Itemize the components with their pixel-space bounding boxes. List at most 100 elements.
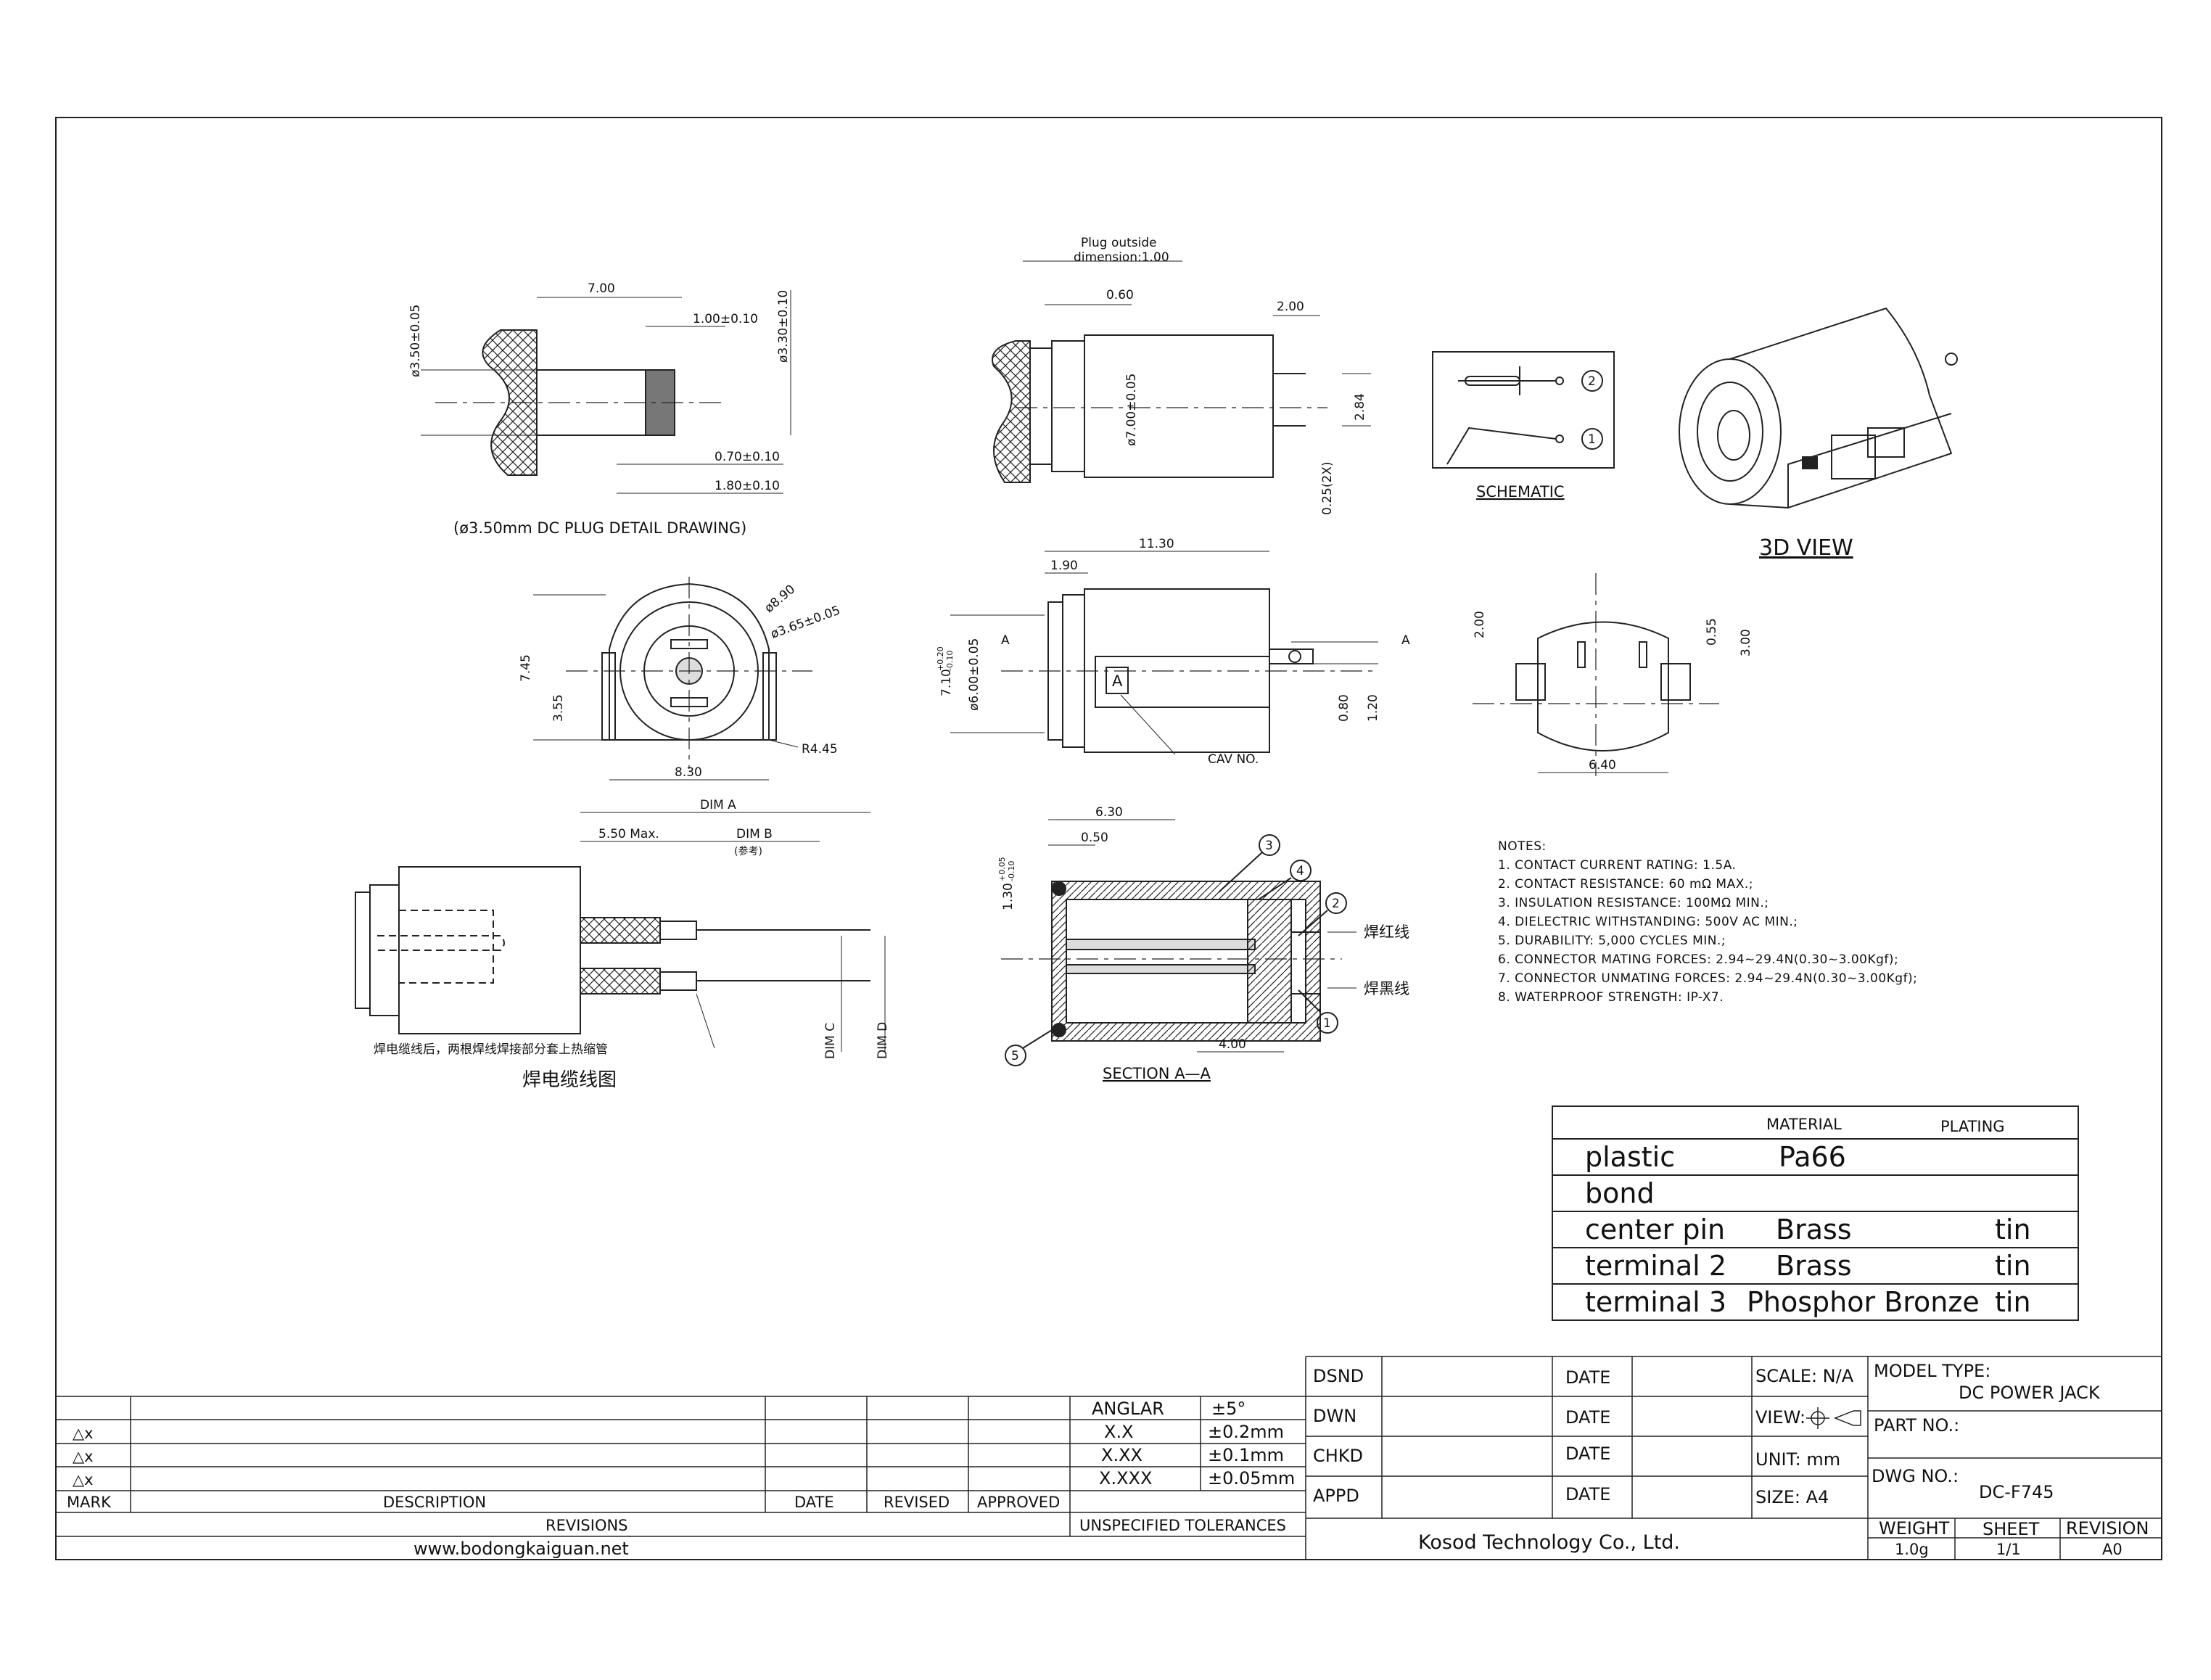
- side-dim-plug-dimension: dimension:1.00: [1074, 250, 1169, 265]
- sheet-value: 1/1: [1996, 1541, 2021, 1558]
- cable-dim-b: DIM B: [736, 827, 773, 841]
- section-view-drawing: [1001, 819, 1356, 1066]
- cable-dim-d: DIM D: [876, 1022, 890, 1059]
- date-label-2: DATE: [1565, 1407, 1610, 1428]
- front-dim-r445: R4.45: [802, 742, 838, 757]
- plug-dim-100: 1.00±0.10: [693, 312, 758, 326]
- callout-5: 5: [1011, 1049, 1019, 1063]
- plating-header: PLATING: [1940, 1118, 2005, 1135]
- model-type-value: DC POWER JACK: [1959, 1383, 2101, 1403]
- rev-header-revised: REVISED: [884, 1494, 950, 1511]
- 3d-view-label: 3D VIEW: [1759, 535, 1853, 561]
- section-dim-400: 4.00: [1219, 1037, 1246, 1052]
- dwg-no-value: DC-F745: [1979, 1482, 2054, 1502]
- row-terminal3-part: terminal 3: [1585, 1286, 1726, 1318]
- weight-label: WEIGHT: [1879, 1518, 1950, 1539]
- plug-dim-700: 7.00: [588, 281, 615, 296]
- material-header: MATERIAL: [1766, 1116, 1842, 1133]
- side-dim-284: 2.84: [1353, 393, 1367, 421]
- wire-label-black: 焊黑线: [1364, 980, 1409, 997]
- plug-detail-drawing: [421, 290, 791, 494]
- row-bond-part: bond: [1585, 1177, 1655, 1209]
- rear-dim-640: 6.40: [1589, 758, 1616, 773]
- row-terminal2-part: terminal 2: [1585, 1250, 1726, 1282]
- cable-note: 焊电缆线后，两根焊线焊接部分套上热缩管: [374, 1042, 608, 1057]
- tol-angle-value: ±5°: [1211, 1399, 1246, 1419]
- side-dim-dia700: ø7.00±0.05: [1124, 374, 1139, 446]
- sheet-label: SHEET: [1983, 1519, 2040, 1539]
- part-no-label: PART NO.:: [1874, 1415, 1959, 1436]
- section-dim-tol-minus: -0.10: [1007, 861, 1016, 881]
- cable-view-drawing: [355, 812, 886, 1052]
- side-dim-025: 0.25(2X): [1320, 461, 1335, 515]
- title-block-grid: [1306, 1356, 2162, 1560]
- row-terminal3-material: Phosphor Bronze: [1747, 1286, 1980, 1318]
- cav-label: CAV NO.: [1208, 752, 1259, 767]
- section-mark-right: A: [1401, 633, 1410, 648]
- front-view-drawing: [533, 577, 812, 781]
- wire-label-red: 焊红线: [1364, 923, 1409, 941]
- rev-mark-3: △x: [73, 1471, 94, 1488]
- tol-angle-label: ANGLAR: [1092, 1399, 1164, 1419]
- date-label-4: DATE: [1565, 1484, 1610, 1504]
- 3d-view-illustration: [1679, 307, 1958, 509]
- top-dim-tol-minus: -0.10: [945, 651, 955, 671]
- note-4: 4. DIELECTRIC WITHSTANDING: 500V AC MIN.…: [1498, 915, 1798, 929]
- plug-detail-caption: (ø3.50mm DC PLUG DETAIL DRAWING): [453, 519, 746, 537]
- cav-letter: A: [1112, 672, 1123, 690]
- role-dsnd: DSND: [1313, 1366, 1364, 1386]
- size-field: SIZE: A4: [1755, 1487, 1829, 1507]
- revisions-footer: REVISIONS: [545, 1517, 628, 1534]
- top-dim-080: 0.80: [1337, 694, 1351, 722]
- plug-dim-180: 1.80±0.10: [715, 479, 780, 493]
- front-dim-745: 7.45: [519, 654, 533, 682]
- tol-xx-value: ±0.1mm: [1208, 1445, 1284, 1465]
- rev-mark-2: △x: [73, 1448, 94, 1465]
- tol-xxx-label: X.XXX: [1099, 1468, 1152, 1488]
- plug-dim-070: 0.70±0.10: [715, 450, 780, 464]
- front-dim-dia365: ø3.65±0.05: [769, 604, 842, 642]
- rear-view-drawing: [1473, 573, 1719, 776]
- side-dim-060: 0.60: [1106, 288, 1134, 302]
- rear-dim-055: 0.55: [1705, 618, 1719, 646]
- schematic-pin-2: 2: [1588, 374, 1596, 389]
- section-dim-130: 1.30: [1001, 883, 1016, 910]
- row-terminal2-plating: tin: [1995, 1250, 2031, 1282]
- front-dim-dia890: ø8.90: [762, 582, 798, 615]
- row-plastic-part: plastic: [1585, 1141, 1675, 1173]
- notes-title: NOTES:: [1498, 839, 1547, 854]
- note-3: 3. INSULATION RESISTANCE: 100MΩ MIN.;: [1498, 896, 1769, 910]
- date-label-1: DATE: [1565, 1367, 1610, 1388]
- note-2: 2. CONTACT RESISTANCE: 60 mΩ MAX.;: [1498, 877, 1753, 892]
- note-5: 5. DURABILITY: 5,000 CYCLES MIN.;: [1498, 934, 1726, 948]
- rev-header-mark: MARK: [67, 1494, 112, 1511]
- top-dim-710: 7.10: [939, 669, 954, 696]
- section-mark-left: A: [1001, 633, 1010, 648]
- scale-field: SCALE: N/A: [1755, 1366, 1854, 1386]
- website-link[interactable]: www.bodongkaiguan.net: [413, 1539, 629, 1559]
- rear-dim-300: 3.00: [1739, 629, 1753, 656]
- cable-caption: 焊电缆线图: [522, 1069, 617, 1091]
- row-terminal2-material: Brass: [1776, 1250, 1852, 1282]
- model-type-label: MODEL TYPE:: [1874, 1361, 1990, 1381]
- row-centerpin-material: Brass: [1776, 1214, 1852, 1245]
- top-dim-dia600: ø6.00±0.05: [967, 638, 981, 711]
- note-6: 6. CONNECTOR MATING FORCES: 2.94~29.4N(0…: [1498, 952, 1898, 967]
- revision-label: REVISION: [2066, 1518, 2149, 1539]
- section-dim-630: 6.30: [1095, 805, 1123, 820]
- row-plastic-material: Pa66: [1779, 1141, 1846, 1173]
- front-dim-830: 8.30: [675, 765, 702, 780]
- row-centerpin-part: center pin: [1585, 1214, 1725, 1245]
- row-centerpin-plating: tin: [1995, 1214, 2031, 1245]
- role-chkd: CHKD: [1313, 1446, 1363, 1466]
- tol-xx-label: X.XX: [1101, 1445, 1142, 1465]
- note-7: 7. CONNECTOR UNMATING FORCES: 2.94~29.4N…: [1498, 971, 1917, 986]
- role-appd: APPD: [1313, 1486, 1359, 1506]
- view-field: VIEW:: [1755, 1407, 1806, 1428]
- top-dim-120: 1.20: [1366, 694, 1380, 722]
- cable-dim-ref: (参考): [734, 845, 762, 857]
- rev-header-description: DESCRIPTION: [383, 1494, 486, 1511]
- section-dim-tol-plus: +0.05: [997, 857, 1007, 881]
- front-dim-355: 3.55: [551, 694, 566, 722]
